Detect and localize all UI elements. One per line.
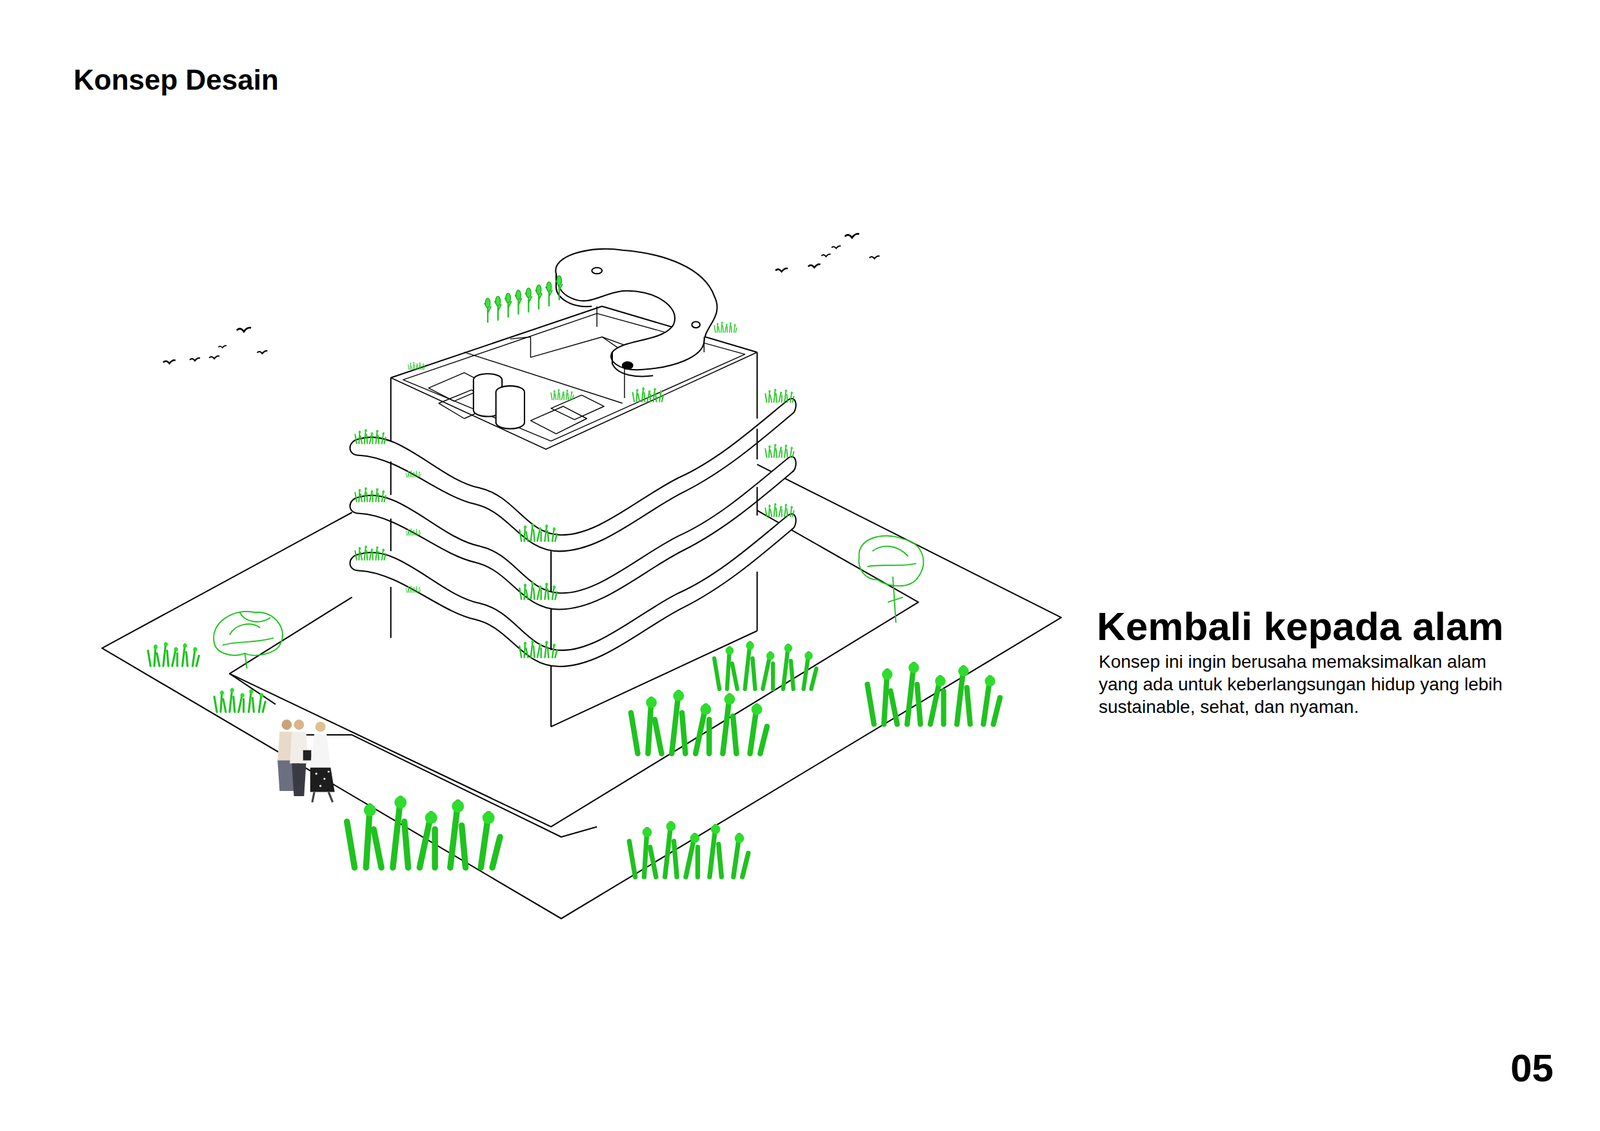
page-number: 05 (1510, 1045, 1554, 1092)
concept-description: Konsep ini ingin berusaha memaksimalkan … (1098, 650, 1519, 719)
page-title: Konsep Desain (73, 63, 279, 98)
concept-heading: Kembali kepada alam (1096, 603, 1504, 650)
